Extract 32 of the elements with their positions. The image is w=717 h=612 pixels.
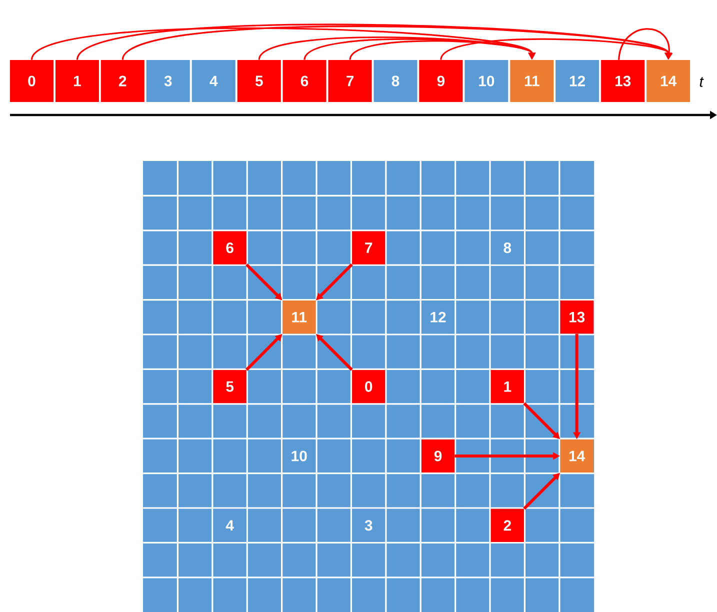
- number-box: 6: [213, 231, 246, 264]
- number-box: 8: [374, 60, 418, 102]
- number-box: 10: [464, 60, 508, 102]
- grid-cell: 12: [421, 300, 455, 334]
- grid-cell: 4: [213, 508, 246, 542]
- grid-cell: 10: [282, 439, 316, 473]
- number-box: 13: [601, 60, 645, 102]
- number-box: 11: [510, 60, 554, 102]
- number-box: 9: [419, 60, 463, 102]
- grid-cell: 8: [490, 231, 524, 264]
- number-box: 2: [100, 60, 144, 102]
- number-box: 9: [421, 439, 455, 473]
- number-box: 5: [213, 370, 246, 404]
- number-box: 4: [192, 60, 236, 102]
- number-box: 5: [237, 60, 281, 102]
- number-box: 6: [282, 60, 326, 102]
- number-box: 0: [10, 60, 54, 102]
- curved-arrow: [618, 28, 673, 60]
- grid-cell: 3: [352, 508, 386, 542]
- number-box: 2: [490, 508, 524, 542]
- number-box: 3: [146, 60, 190, 102]
- number-box: 13: [560, 300, 594, 334]
- number-box: 7: [352, 231, 386, 264]
- number-box: 11: [282, 300, 316, 334]
- curved-arrow: [349, 40, 536, 60]
- number-box: 0: [352, 370, 386, 404]
- number-box: 12: [556, 60, 600, 102]
- number-box: 1: [55, 60, 99, 102]
- number-box: 1: [490, 370, 524, 404]
- number-box: 14: [560, 439, 594, 473]
- number-box: 7: [328, 60, 372, 102]
- number-box: 14: [646, 60, 690, 102]
